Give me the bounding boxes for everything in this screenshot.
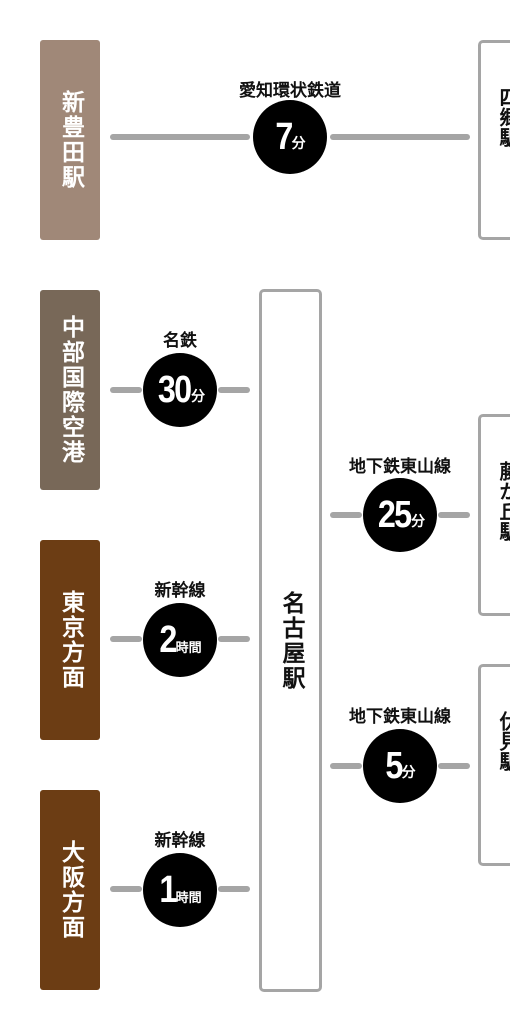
route-line-shinkansen-tokyo-right bbox=[218, 636, 250, 642]
route-line-shinkansen-tokyo-left bbox=[110, 636, 142, 642]
route-line-shinkansen-osaka-right bbox=[218, 886, 250, 892]
dest-fushimi-station: 伏見駅 bbox=[478, 664, 510, 866]
travel-time-badge-higashiyama-fushimi: 5 分 bbox=[363, 729, 437, 803]
route-line-aichi-loop-left bbox=[110, 134, 250, 140]
travel-time-unit: 分 bbox=[401, 765, 416, 781]
travel-time-unit: 分 bbox=[191, 389, 206, 405]
dest-shigo-station: 四郷駅 bbox=[478, 40, 510, 240]
route-line-aichi-loop-right bbox=[330, 134, 470, 140]
route-line-meitetsu-right bbox=[218, 387, 250, 393]
travel-time-badge-shinkansen-osaka: 1 時間 bbox=[143, 853, 217, 927]
travel-time-value: 30 bbox=[157, 368, 192, 411]
origin-chubu-airport-label: 中部国際空港 bbox=[57, 315, 84, 465]
route-label-shinkansen-tokyo: 新幹線 bbox=[154, 581, 206, 601]
route-label-meitetsu: 名鉄 bbox=[163, 331, 197, 351]
travel-time-badge-higashiyama-fujigaoka: 25 分 bbox=[363, 478, 437, 552]
travel-time-value: 7 bbox=[275, 115, 294, 158]
travel-time-unit: 分 bbox=[411, 514, 426, 530]
origin-osaka-label: 大阪方面 bbox=[57, 840, 84, 940]
origin-osaka-direction: 大阪方面 bbox=[40, 790, 100, 990]
travel-time-value: 25 bbox=[377, 493, 412, 536]
origin-shin-toyota-station: 新豊田駅 bbox=[40, 40, 100, 240]
travel-time-badge-meitetsu: 30 分 bbox=[143, 353, 217, 427]
origin-tokyo-label: 東京方面 bbox=[57, 590, 84, 690]
dest-fushimi-label: 伏見駅 bbox=[496, 711, 510, 771]
origin-tokyo-direction: 東京方面 bbox=[40, 540, 100, 740]
dest-fujigaoka-label: 藤が丘駅 bbox=[496, 461, 510, 541]
travel-time-unit: 時間 bbox=[175, 640, 202, 656]
travel-time-value: 1 bbox=[159, 868, 178, 911]
dest-shigo-label: 四郷駅 bbox=[496, 87, 510, 147]
route-line-higashiyama-fushimi-left bbox=[330, 763, 362, 769]
travel-time-unit: 時間 bbox=[175, 890, 202, 906]
route-line-higashiyama-fujigaoka-right bbox=[438, 512, 470, 518]
hub-nagoya-station: 名古屋駅 bbox=[259, 289, 322, 992]
route-label-shinkansen-osaka: 新幹線 bbox=[154, 831, 206, 851]
route-line-shinkansen-osaka-left bbox=[110, 886, 142, 892]
route-line-meitetsu-left bbox=[110, 387, 142, 393]
route-line-higashiyama-fujigaoka-left bbox=[330, 512, 362, 518]
travel-time-value: 2 bbox=[159, 618, 178, 661]
travel-time-unit: 分 bbox=[291, 136, 306, 152]
travel-time-badge-aichi-loop: 7 分 bbox=[253, 100, 327, 174]
hub-nagoya-label: 名古屋駅 bbox=[278, 590, 304, 691]
origin-shin-toyota-label: 新豊田駅 bbox=[57, 90, 84, 190]
route-label-higashiyama-fujigaoka: 地下鉄東山線 bbox=[349, 457, 451, 477]
travel-time-value: 5 bbox=[385, 744, 404, 787]
route-label-aichi-loop: 愛知環状鉄道 bbox=[239, 81, 341, 101]
dest-fujigaoka-station: 藤が丘駅 bbox=[478, 414, 510, 616]
travel-time-badge-shinkansen-tokyo: 2 時間 bbox=[143, 603, 217, 677]
route-label-higashiyama-fushimi: 地下鉄東山線 bbox=[349, 707, 451, 727]
origin-chubu-airport: 中部国際空港 bbox=[40, 290, 100, 490]
route-line-higashiyama-fushimi-right bbox=[438, 763, 470, 769]
